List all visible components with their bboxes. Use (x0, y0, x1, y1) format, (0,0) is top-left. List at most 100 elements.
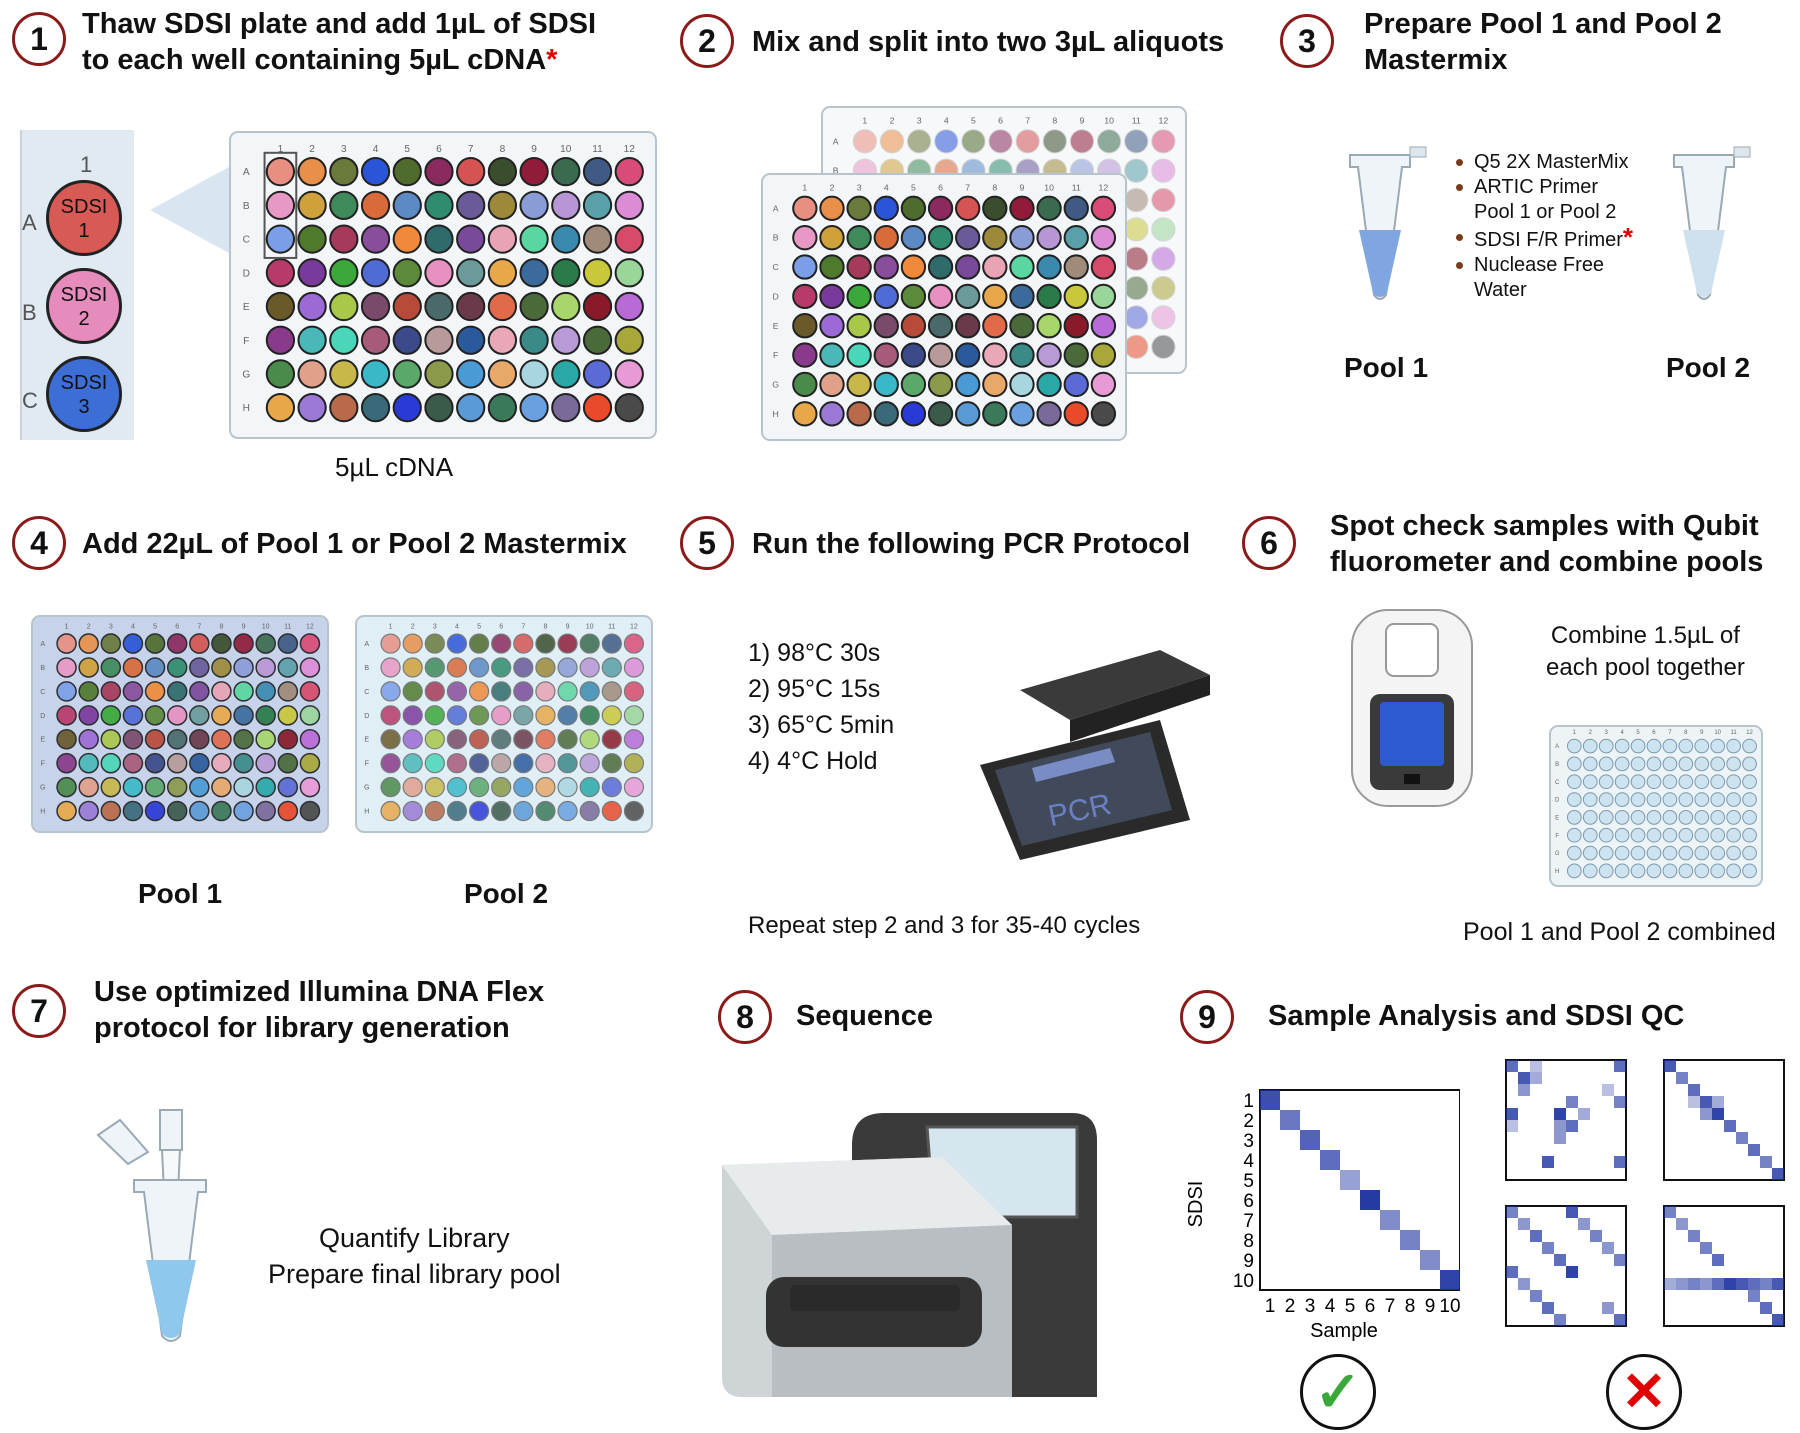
plate-well (297, 157, 327, 187)
plate-well (255, 681, 276, 702)
heatmap-cell (1530, 1072, 1542, 1084)
plate-column-label: 3 (917, 116, 922, 126)
heatmap-cell (1566, 1120, 1578, 1132)
plate-well (166, 728, 188, 750)
plate-well (557, 633, 578, 654)
plate-well (579, 657, 600, 678)
heatmap-cell (1554, 1108, 1566, 1120)
plate-well (513, 729, 534, 750)
plate-column-label: 12 (1159, 116, 1169, 126)
plate-well (1566, 845, 1582, 861)
sdsi-well-1: SDSI 1 (46, 180, 122, 256)
plate-well (873, 371, 899, 398)
plate-well (468, 681, 490, 702)
plate-column-label: 6 (938, 183, 943, 193)
plate-well (1015, 129, 1040, 154)
plate-well (846, 224, 872, 251)
plate-column-label: 5 (153, 623, 157, 631)
plate-well (557, 705, 578, 726)
plate-well (329, 258, 359, 288)
step-1-star: * (546, 44, 558, 76)
plate-column-label: 2 (830, 183, 835, 193)
plate-column-label: 2 (411, 623, 415, 631)
plate-well (579, 681, 600, 702)
plate-well (582, 393, 613, 423)
plate-well (927, 195, 954, 221)
plate-column-label: 3 (1605, 730, 1609, 736)
heatmap-cell (1506, 1266, 1518, 1278)
plate-well (982, 195, 1008, 221)
plate-well (1009, 195, 1035, 221)
plate-well (1710, 756, 1726, 772)
plate-well (468, 705, 490, 726)
plate-well (144, 728, 166, 750)
plate-well (1009, 283, 1035, 310)
plate-row-label: E (364, 736, 369, 744)
plate-well (491, 705, 512, 726)
plate-well (456, 291, 486, 322)
heatmap-cell (1748, 1144, 1760, 1156)
plate-column-label: 7 (468, 144, 474, 155)
heatmap-x-tick: 7 (1385, 1296, 1396, 1317)
plate-well (873, 224, 899, 251)
step-3-pool1-label: Pool 1 (1344, 352, 1429, 383)
plate-well (1662, 845, 1678, 861)
plate-well (900, 371, 927, 398)
plate-well (1096, 129, 1122, 154)
plate-column-label: 8 (1052, 116, 1057, 126)
plate-well (1646, 863, 1662, 879)
plate-well (265, 157, 296, 187)
plate-well (614, 258, 644, 288)
plate-well (424, 258, 454, 288)
heatmap-cell (1700, 1096, 1712, 1108)
plate-well (927, 283, 954, 310)
heatmap-x-tick: 1 (1265, 1296, 1276, 1317)
plate-column-label: 1 (389, 623, 393, 631)
plate-well (56, 681, 77, 702)
plate-well (535, 657, 556, 678)
heatmap-cell (1518, 1072, 1530, 1084)
plate-well (456, 258, 486, 288)
plate-well (487, 359, 518, 389)
plate-well (1742, 827, 1757, 843)
plate-well (424, 291, 454, 322)
plate-well (1063, 401, 1089, 427)
heatmap-cell (1772, 1278, 1784, 1290)
plate-well (1694, 756, 1710, 772)
step-7-title-line1: Use optimized Illumina DNA Flex (94, 976, 545, 1008)
heatmap-cell (1748, 1278, 1760, 1290)
plate-well (601, 800, 622, 822)
plate-column-label: 6 (998, 116, 1003, 126)
plate-well (491, 633, 512, 654)
plate-well (906, 129, 932, 154)
plate-well (792, 313, 818, 339)
pcr-protocol-list: 1) 98°C 30s 2) 95°C 15s 3) 65°C 5min 4) … (748, 635, 894, 779)
plate-well (1598, 792, 1614, 807)
plate-well (614, 157, 644, 187)
plate-column-label: 8 (1684, 730, 1688, 736)
step-7-number: 7 (12, 984, 66, 1038)
plate-well (1678, 738, 1694, 754)
plate-well (56, 728, 77, 750)
plate-column-label: 4 (131, 623, 135, 631)
plate-well (982, 283, 1008, 310)
plate-well (456, 224, 486, 254)
plate-well (927, 401, 954, 427)
plate-well (900, 401, 927, 427)
plate-well (189, 776, 210, 798)
plate-well (1151, 334, 1176, 359)
plate-well (1710, 810, 1726, 825)
plate-well (233, 681, 254, 702)
plate-well (1710, 863, 1726, 879)
plate-row-label: B (40, 664, 45, 672)
check-icon: ✓ (1314, 1360, 1362, 1423)
plate-well (792, 342, 818, 368)
step-2-title: Mix and split into two 3µL aliquots (752, 26, 1225, 58)
plate-well (424, 359, 454, 389)
plate-well (100, 752, 122, 774)
plate-well (1566, 756, 1582, 772)
plate-column-label: 2 (87, 623, 91, 631)
plate-well (189, 800, 210, 822)
plate-well (601, 776, 622, 798)
plate-well (557, 681, 578, 702)
